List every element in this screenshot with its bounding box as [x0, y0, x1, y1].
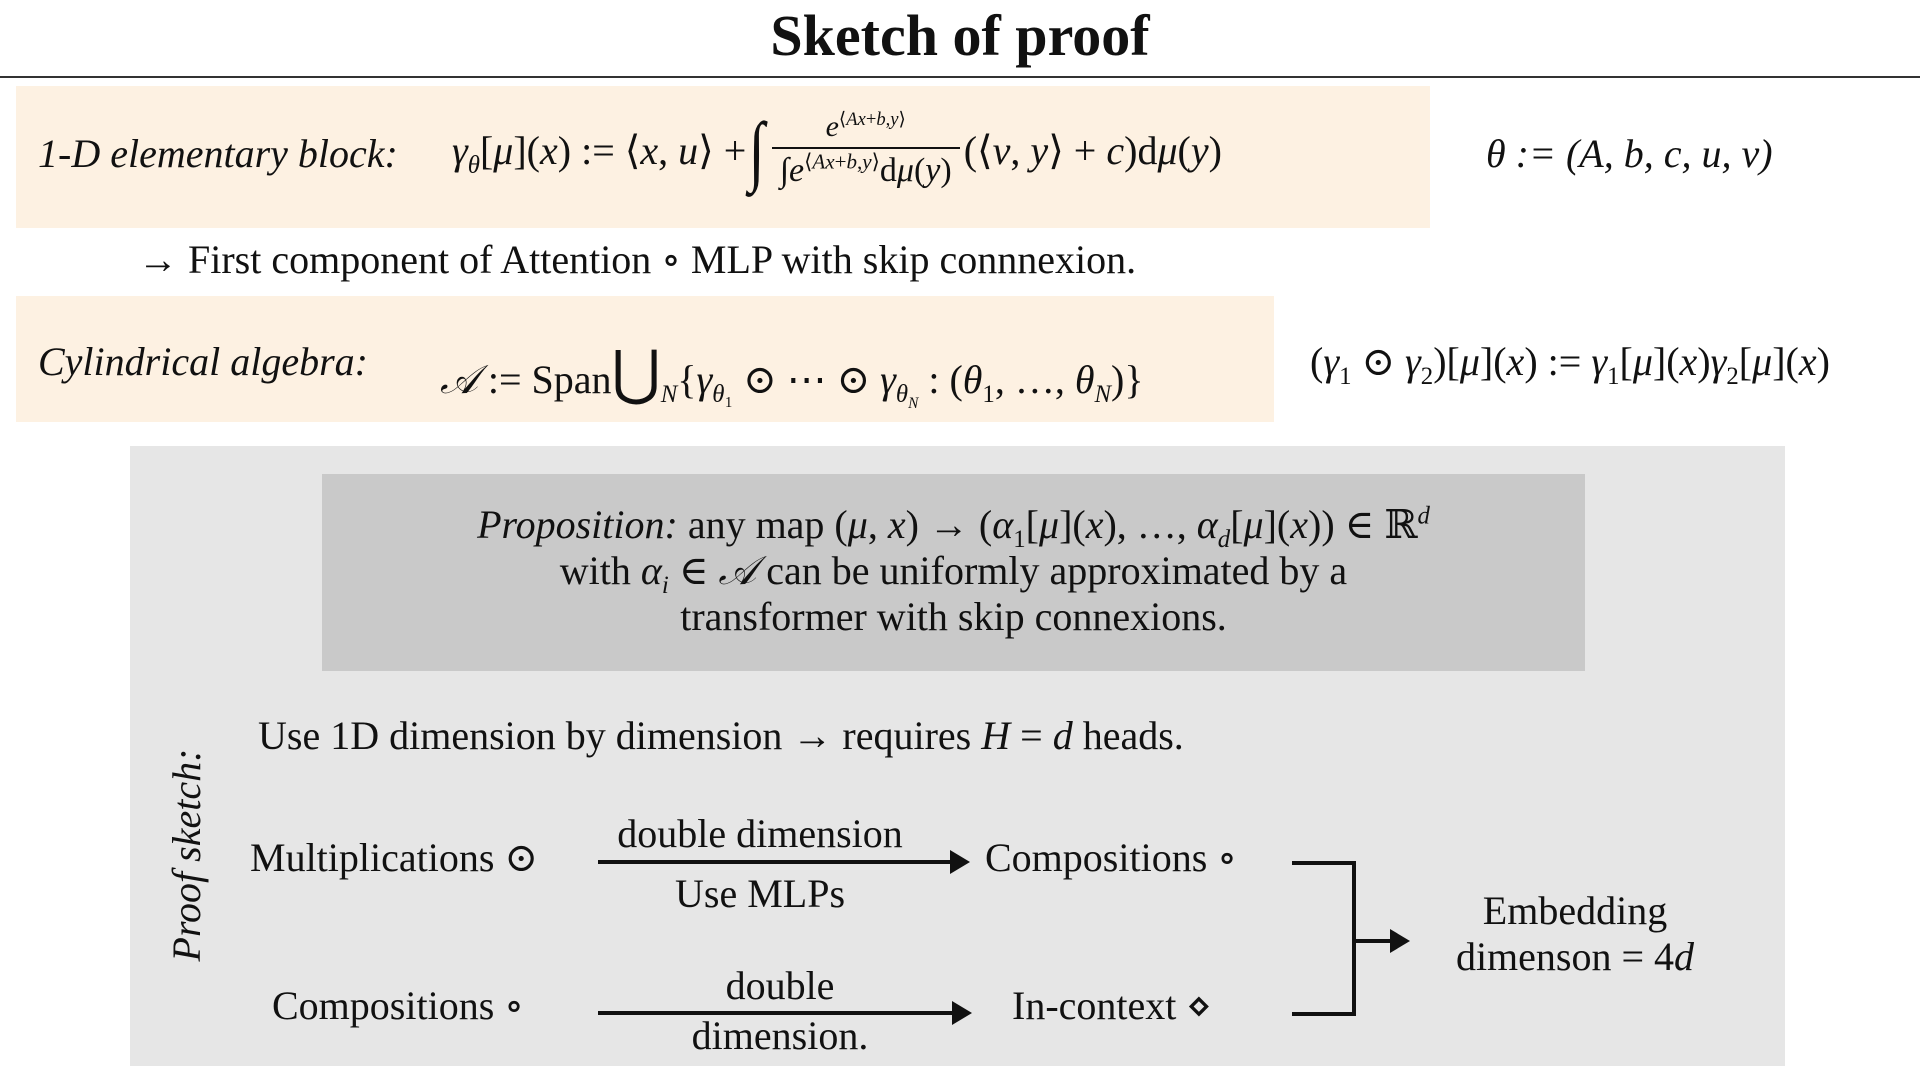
cylindrical-algebra-panel [16, 296, 1274, 422]
row2-arrowhead-icon [952, 1001, 972, 1025]
row2-arrow-top-label: double [725, 963, 835, 1008]
row1-arrowhead-icon [950, 850, 970, 874]
proposition-line2: can be uniformly approximated by a [766, 548, 1348, 593]
row2-arrow-bottom-label: dimension. [691, 1013, 869, 1058]
proposition-box [322, 474, 1585, 671]
bracket-output-line [1354, 939, 1394, 943]
multiplications-node: Multiplications ⊙ [250, 835, 538, 880]
elementary-block-label: 1-D elementary block: [38, 131, 398, 176]
proposition-text: Proposition: any map (μ, x) → (α1[μ](x),… [322, 502, 1585, 640]
bracket-arrowhead-icon [1390, 929, 1410, 953]
row1-arrow-top-label: double dimension [617, 811, 903, 856]
compositions-left-node: Compositions ∘ [272, 983, 524, 1028]
cylindrical-algebra-formula: 𝒜 := Span⋃N{γθ₁ ⊙ ⋯ ⊙ γθN : (θ1, …, θN)} [440, 340, 1144, 412]
dimension-statement: Use 1D dimension by dimension → requires… [258, 713, 1184, 758]
proposition-label: Proposition: [477, 502, 678, 547]
row2-arrow-line [598, 1011, 962, 1015]
first-component-note: → First component of Attention ∘ MLP wit… [138, 237, 1137, 282]
embedding-line1: Embedding [1482, 888, 1668, 933]
row1-arrow-bottom-label: Use MLPs [674, 871, 846, 916]
title-divider [0, 76, 1920, 78]
in-context-node: In-context ⋄ [1012, 983, 1212, 1028]
theta-definition: θ := (A, b, c, u, v) [1486, 131, 1773, 176]
proof-sketch-label: Proof sketch: [164, 748, 209, 962]
compositions-node: Compositions ∘ [985, 835, 1237, 880]
proposition-line3: transformer with skip connexions. [680, 594, 1227, 639]
bracket-vertical [1352, 861, 1356, 1016]
product-definition: (γ1 ⊙ γ2)[μ](x) := γ1[μ](x)γ2[μ](x) [1310, 339, 1830, 390]
dimension-prefix: Use 1D dimension by dimension → requires [258, 713, 972, 758]
cylindrical-algebra-label: Cylindrical algebra: [38, 339, 368, 384]
slide-title: Sketch of proof [770, 3, 1150, 68]
elementary-block-panel [16, 86, 1430, 228]
bracket-top-arm [1292, 861, 1356, 865]
bracket-bottom-arm [1292, 1012, 1356, 1016]
embedding-line2: dimenson = [1455, 934, 1645, 979]
embedding-result: Embedding dimenson = 4d [1420, 888, 1730, 980]
dimension-suffix: heads. [1082, 713, 1184, 758]
elementary-block-formula: γθ[μ](x) := ⟨x, u⟩ + ∫ e⟨Ax+b,y⟩ ∫e⟨Ax+b… [452, 106, 1222, 193]
row1-arrow-line [598, 860, 960, 864]
